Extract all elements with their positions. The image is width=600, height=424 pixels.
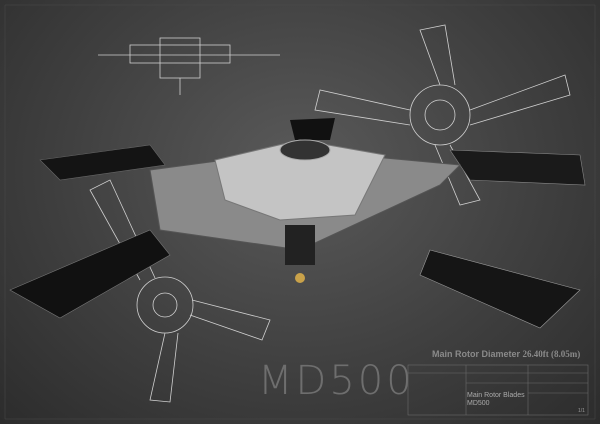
part-model: MD500 bbox=[467, 400, 490, 407]
blueprint-top-view bbox=[89, 24, 571, 403]
part-name: Main Rotor Blades bbox=[467, 392, 525, 399]
diameter-value: 26.40ft (8.05m) bbox=[522, 349, 581, 359]
sheet-number: 1/1 bbox=[578, 408, 585, 414]
blueprint-side-view bbox=[98, 37, 280, 95]
title-block-part: Main Rotor Blades MD500 bbox=[467, 392, 525, 408]
rotor-hub bbox=[149, 139, 462, 283]
diameter-label: Main Rotor Diameter bbox=[432, 349, 521, 359]
blades bbox=[9, 118, 586, 329]
rotor-diameter-label: Main Rotor Diameter 26.40ft (8.05m) bbox=[432, 349, 580, 359]
blueprint-grid bbox=[4, 4, 596, 420]
md500-logo: MD500 bbox=[258, 358, 415, 404]
